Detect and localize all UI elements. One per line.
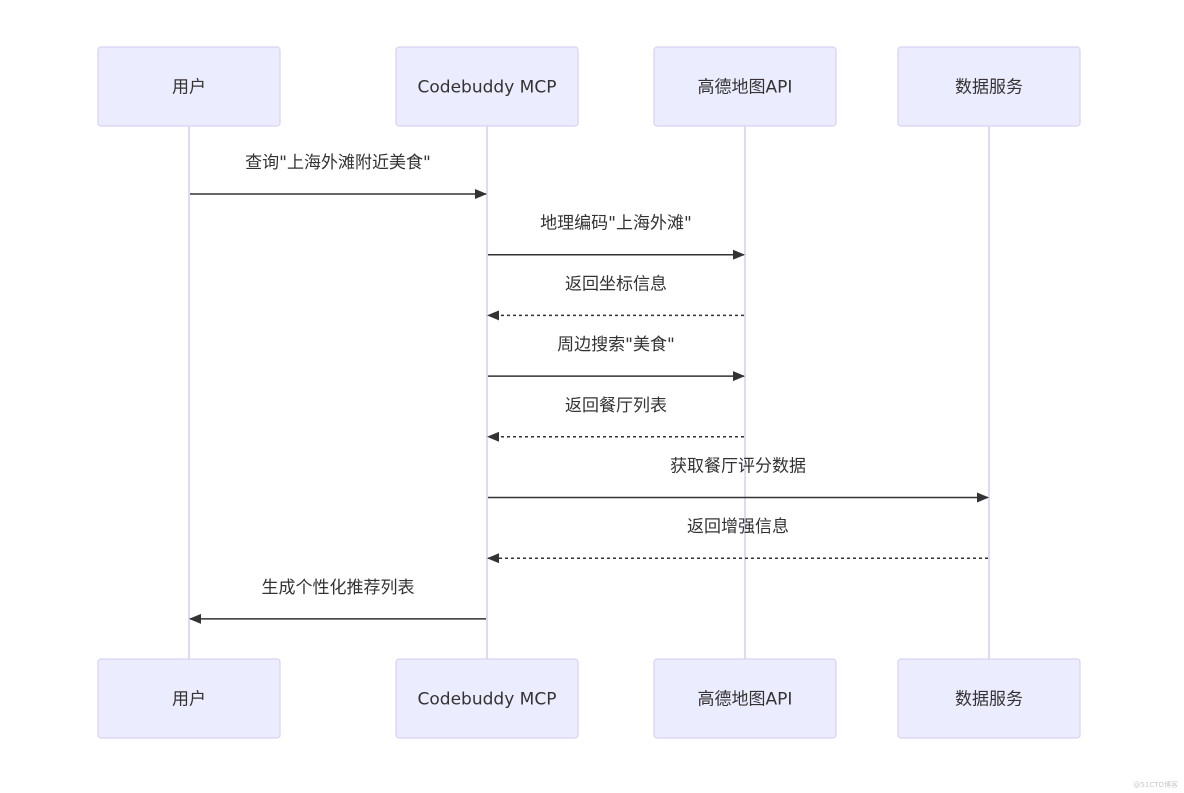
participant-label: 数据服务: [955, 78, 1023, 98]
participants-top: 用户 Codebuddy MCP 高德地图API 数据服务: [97, 46, 1081, 127]
message-5: 返回餐厅列表: [487, 396, 744, 442]
message-3: 返回坐标信息: [487, 274, 744, 321]
participant-user-top: 用户: [97, 46, 281, 127]
message-label: 返回餐厅列表: [565, 396, 667, 416]
message-8: 生成个性化推荐列表: [189, 578, 486, 624]
message-4: 周边搜索"美食": [488, 335, 745, 382]
participant-box: [653, 658, 837, 739]
participant-data-top: 数据服务: [897, 46, 1081, 127]
participant-user-bottom: 用户: [97, 658, 281, 739]
message-label: 生成个性化推荐列表: [262, 578, 415, 598]
message-1: 查询"上海外滩附近美食": [190, 153, 487, 199]
participant-amap-bottom: 高德地图API: [653, 658, 837, 739]
participant-box: [97, 46, 281, 127]
participant-box: [97, 658, 281, 739]
participant-label: 高德地图API: [698, 690, 793, 710]
participant-data-bottom: 数据服务: [897, 658, 1081, 739]
participant-box: [395, 46, 579, 127]
participant-mcp-top: Codebuddy MCP: [395, 46, 579, 127]
participant-label: Codebuddy MCP: [418, 690, 557, 710]
watermark: @51CTO博客: [1133, 781, 1178, 789]
participant-label: Codebuddy MCP: [418, 78, 557, 98]
message-6: 获取餐厅评分数据: [488, 457, 989, 503]
message-7: 返回增强信息: [487, 517, 988, 564]
participant-mcp-bottom: Codebuddy MCP: [395, 658, 579, 739]
participant-label: 高德地图API: [698, 78, 793, 98]
message-2: 地理编码"上海外滩": [488, 214, 745, 260]
participant-label: 用户: [172, 78, 206, 98]
participant-box: [395, 658, 579, 739]
participant-amap-top: 高德地图API: [653, 46, 837, 127]
message-label: 返回增强信息: [687, 517, 789, 537]
lifelines: [188, 126, 990, 659]
participant-label: 用户: [172, 690, 206, 710]
participant-label: 数据服务: [955, 690, 1023, 710]
participant-box: [897, 46, 1081, 127]
participant-box: [897, 658, 1081, 739]
message-label: 查询"上海外滩附近美食": [245, 153, 431, 173]
message-label: 周边搜索"美食": [557, 335, 675, 355]
message-label: 返回坐标信息: [565, 274, 667, 294]
message-label: 地理编码"上海外滩": [540, 214, 692, 234]
participants-bottom: 用户 Codebuddy MCP 高德地图API 数据服务: [97, 658, 1081, 739]
participant-box: [653, 46, 837, 127]
message-label: 获取餐厅评分数据: [670, 457, 806, 477]
